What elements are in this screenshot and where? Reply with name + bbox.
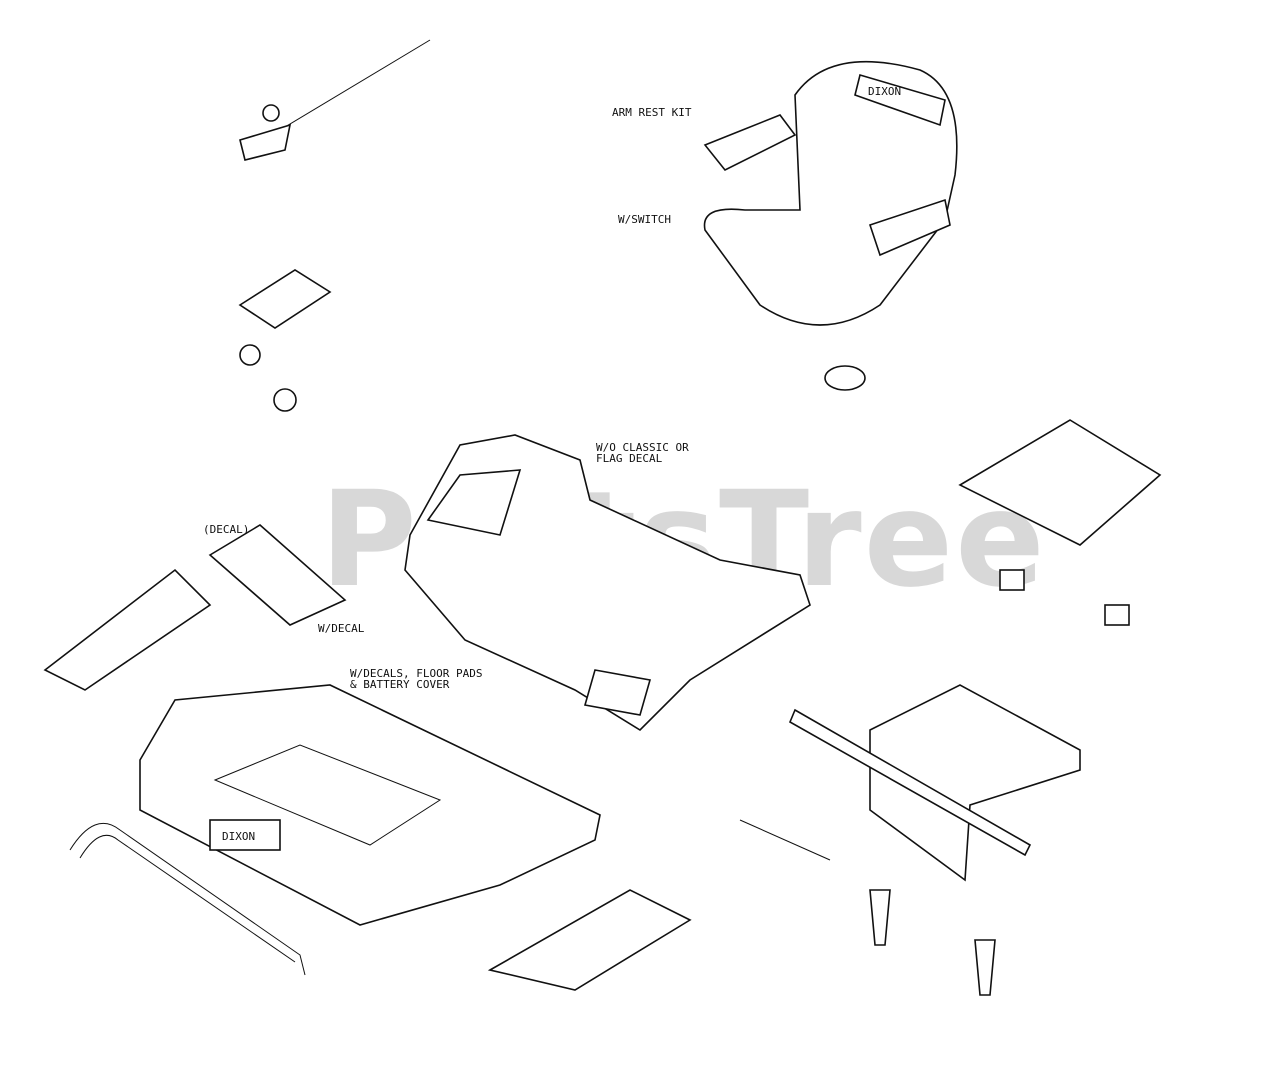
- arm-rest-label: ARM REST KIT: [612, 106, 692, 119]
- decal-note: (DECAL): [203, 523, 249, 536]
- seat-logo: DIXON: [868, 85, 901, 98]
- body-tub: DIXON W/DECALS, FLOOR PADS & BATTERY COV…: [139, 667, 601, 926]
- body-note-line-2: & BATTERY COVER: [350, 678, 450, 691]
- dash-note-line-2: FLAG DECAL: [596, 452, 663, 465]
- seat-assembly: DIXON ARM REST KIT W/SWITCH: [612, 60, 958, 391]
- seat-plate-assembly: [958, 419, 1162, 626]
- throttle-cable-assembly: [239, 39, 431, 161]
- battery-cover: (DECAL) W/DECAL: [203, 523, 365, 635]
- control-plate-assembly: [238, 269, 332, 412]
- lower-bracket-assembly: [739, 684, 1081, 882]
- brake-bracket-assembly: [869, 889, 996, 996]
- dash-note-line-1: W/O CLASSIC OR: [596, 441, 689, 454]
- floor-decal-note: W/DECAL: [318, 622, 365, 635]
- front-bumper: [69, 822, 306, 976]
- floor-pad-left: [43, 568, 212, 691]
- body-note-line-1: W/DECALS, FLOOR PADS: [350, 667, 482, 680]
- dash-panel: W/O CLASSIC OR FLAG DECAL: [404, 434, 811, 732]
- floor-pad-right: [487, 889, 692, 991]
- body-logo: DIXON: [222, 830, 255, 843]
- seat-switch-label: W/SWITCH: [618, 213, 671, 226]
